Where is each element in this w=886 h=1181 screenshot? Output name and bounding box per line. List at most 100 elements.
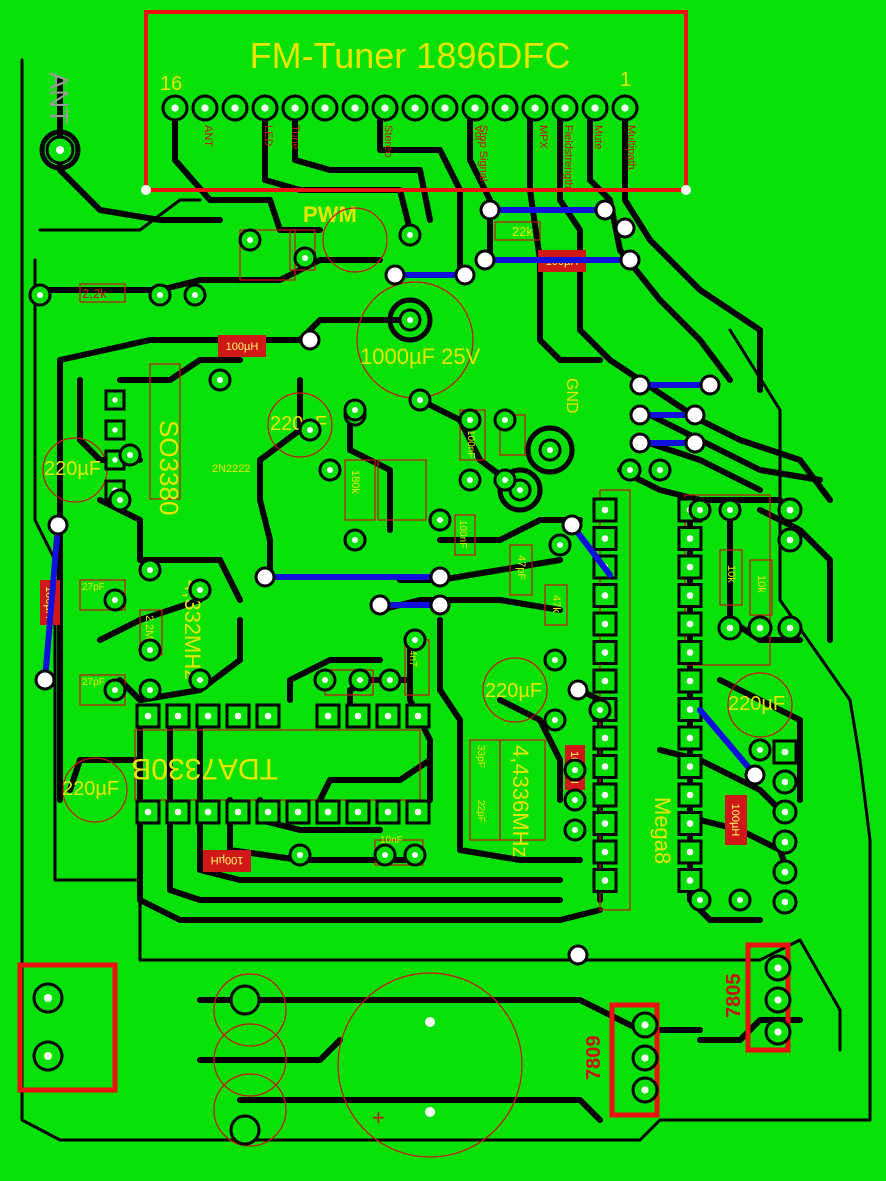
- tda-pin-hole: [354, 712, 362, 720]
- via: [561, 514, 583, 536]
- tda-pin-hole: [294, 808, 302, 816]
- module-header-pad-hole: [411, 104, 419, 112]
- module-header-pad-hole: [561, 104, 569, 112]
- inductor-body: [725, 795, 747, 845]
- module-header-pad-hole: [201, 104, 209, 112]
- cap-plus-sign: +: [372, 1105, 385, 1130]
- module-title: FM-Tuner 1896DFC: [250, 35, 571, 76]
- through-hole-pad-hole: [112, 687, 118, 693]
- cap-33pf-label: 33pF: [475, 745, 486, 768]
- module-pin-label: LED: [262, 125, 274, 146]
- module-header-pad-hole: [231, 104, 239, 112]
- module-header-pad-hole: [321, 104, 329, 112]
- so-pin-hole: [112, 397, 118, 403]
- regulator-7805-pin-hole: [774, 964, 782, 972]
- tda-pin-hole: [204, 712, 212, 720]
- through-hole-pad-hole: [382, 852, 388, 858]
- module-pin-label: Stop Signal: [477, 125, 489, 181]
- mega-pin-hole: [686, 706, 694, 713]
- through-hole-pad-hole: [572, 827, 578, 833]
- via: [369, 594, 391, 616]
- mega-pin-hole: [686, 763, 694, 770]
- via: [567, 679, 589, 701]
- through-hole-pad-hole: [357, 677, 363, 683]
- module-header-pad-hole: [441, 104, 449, 112]
- module-header-pad-hole: [621, 104, 629, 112]
- module-pin-label: Fieldstrength: [562, 125, 574, 189]
- tda-pin-hole: [174, 808, 182, 816]
- through-hole-pad-hole: [412, 637, 418, 643]
- regulator-7805-pin-hole: [774, 1028, 782, 1036]
- through-hole-pad-hole: [657, 467, 663, 473]
- regulator-pads: [631, 954, 792, 1104]
- mega-pin-hole: [686, 592, 694, 599]
- through-hole-pad-hole: [737, 897, 743, 903]
- inductor-body: [203, 850, 251, 872]
- tda-pin-hole: [264, 808, 272, 816]
- cap-220uf-label: 220µF: [44, 458, 101, 480]
- through-hole-pad-hole: [757, 747, 763, 753]
- via: [699, 374, 721, 396]
- via: [684, 432, 706, 454]
- mega-pin-hole: [601, 820, 609, 827]
- through-hole-pad-hole: [407, 317, 413, 323]
- res-10k-label: 10k: [755, 575, 767, 593]
- tda-pin-hole: [384, 808, 392, 816]
- via: [429, 566, 451, 588]
- through-hole-pad-hole: [557, 542, 563, 548]
- module-pin-label: Multipath: [625, 125, 637, 170]
- header-pin-hole: [786, 536, 794, 544]
- through-hole-pad-hole: [467, 477, 473, 483]
- tda-pin-hole: [144, 808, 152, 816]
- through-hole-pad-hole: [297, 852, 303, 858]
- cap-22pf-label: 22pF: [475, 800, 486, 823]
- module-pin-label: ANT: [202, 125, 214, 147]
- pin-last-label: 1: [620, 69, 631, 91]
- inductor-body: [218, 335, 266, 357]
- tda-pin-hole: [174, 712, 182, 720]
- so-pin-hole: [112, 457, 118, 463]
- through-hole-pad-hole: [572, 797, 578, 803]
- via: [684, 404, 706, 426]
- mega-pin-hole: [686, 820, 694, 827]
- tuner-module-outline: [144, 10, 688, 192]
- mega-pin-hole: [686, 620, 694, 628]
- mega-pin-hole: [601, 620, 609, 628]
- through-hole-pad-hole: [302, 255, 308, 261]
- through-hole-pad-hole: [547, 447, 553, 453]
- so-pin-hole: [112, 427, 118, 433]
- tda-pin-hole: [204, 808, 212, 816]
- via: [744, 764, 766, 786]
- tda-pin-hole: [354, 808, 362, 816]
- module-header-pad-hole: [591, 104, 599, 112]
- through-hole-pad-hole: [327, 467, 333, 473]
- ic-pins: [104, 389, 803, 915]
- pin-first-label: 16: [160, 73, 182, 95]
- mega-pin-hole: [686, 734, 694, 742]
- through-hole-pad-hole: [37, 292, 43, 298]
- through-hole-pad-hole: [192, 292, 198, 298]
- module-pin-label: Mute: [592, 125, 604, 149]
- inductor-label: 100µH: [226, 341, 259, 353]
- module-pin-label: MPX: [537, 125, 549, 150]
- connector-pin-hole: [781, 808, 789, 816]
- tda-pin-hole: [144, 712, 152, 720]
- through-hole-pad-hole: [502, 477, 508, 483]
- res-2k2-label: 2,2k: [82, 286, 107, 301]
- mega-pin-hole: [686, 563, 694, 571]
- through-hole-pad-hole: [127, 452, 133, 458]
- mega-pin-hole: [686, 677, 694, 685]
- via: [479, 199, 501, 221]
- module-header-pad-hole: [501, 104, 509, 112]
- tda-pin-hole: [324, 808, 332, 816]
- xtal2-label: 4,4336MHz: [508, 745, 533, 858]
- header-pin-hole: [786, 624, 794, 632]
- via: [594, 199, 616, 221]
- inductor-label: 100µH: [211, 854, 244, 866]
- through-hole-pad-hole: [147, 647, 153, 653]
- mega-pin-hole: [601, 734, 609, 742]
- header-pin-hole: [756, 624, 764, 632]
- header-pin-hole: [786, 506, 794, 514]
